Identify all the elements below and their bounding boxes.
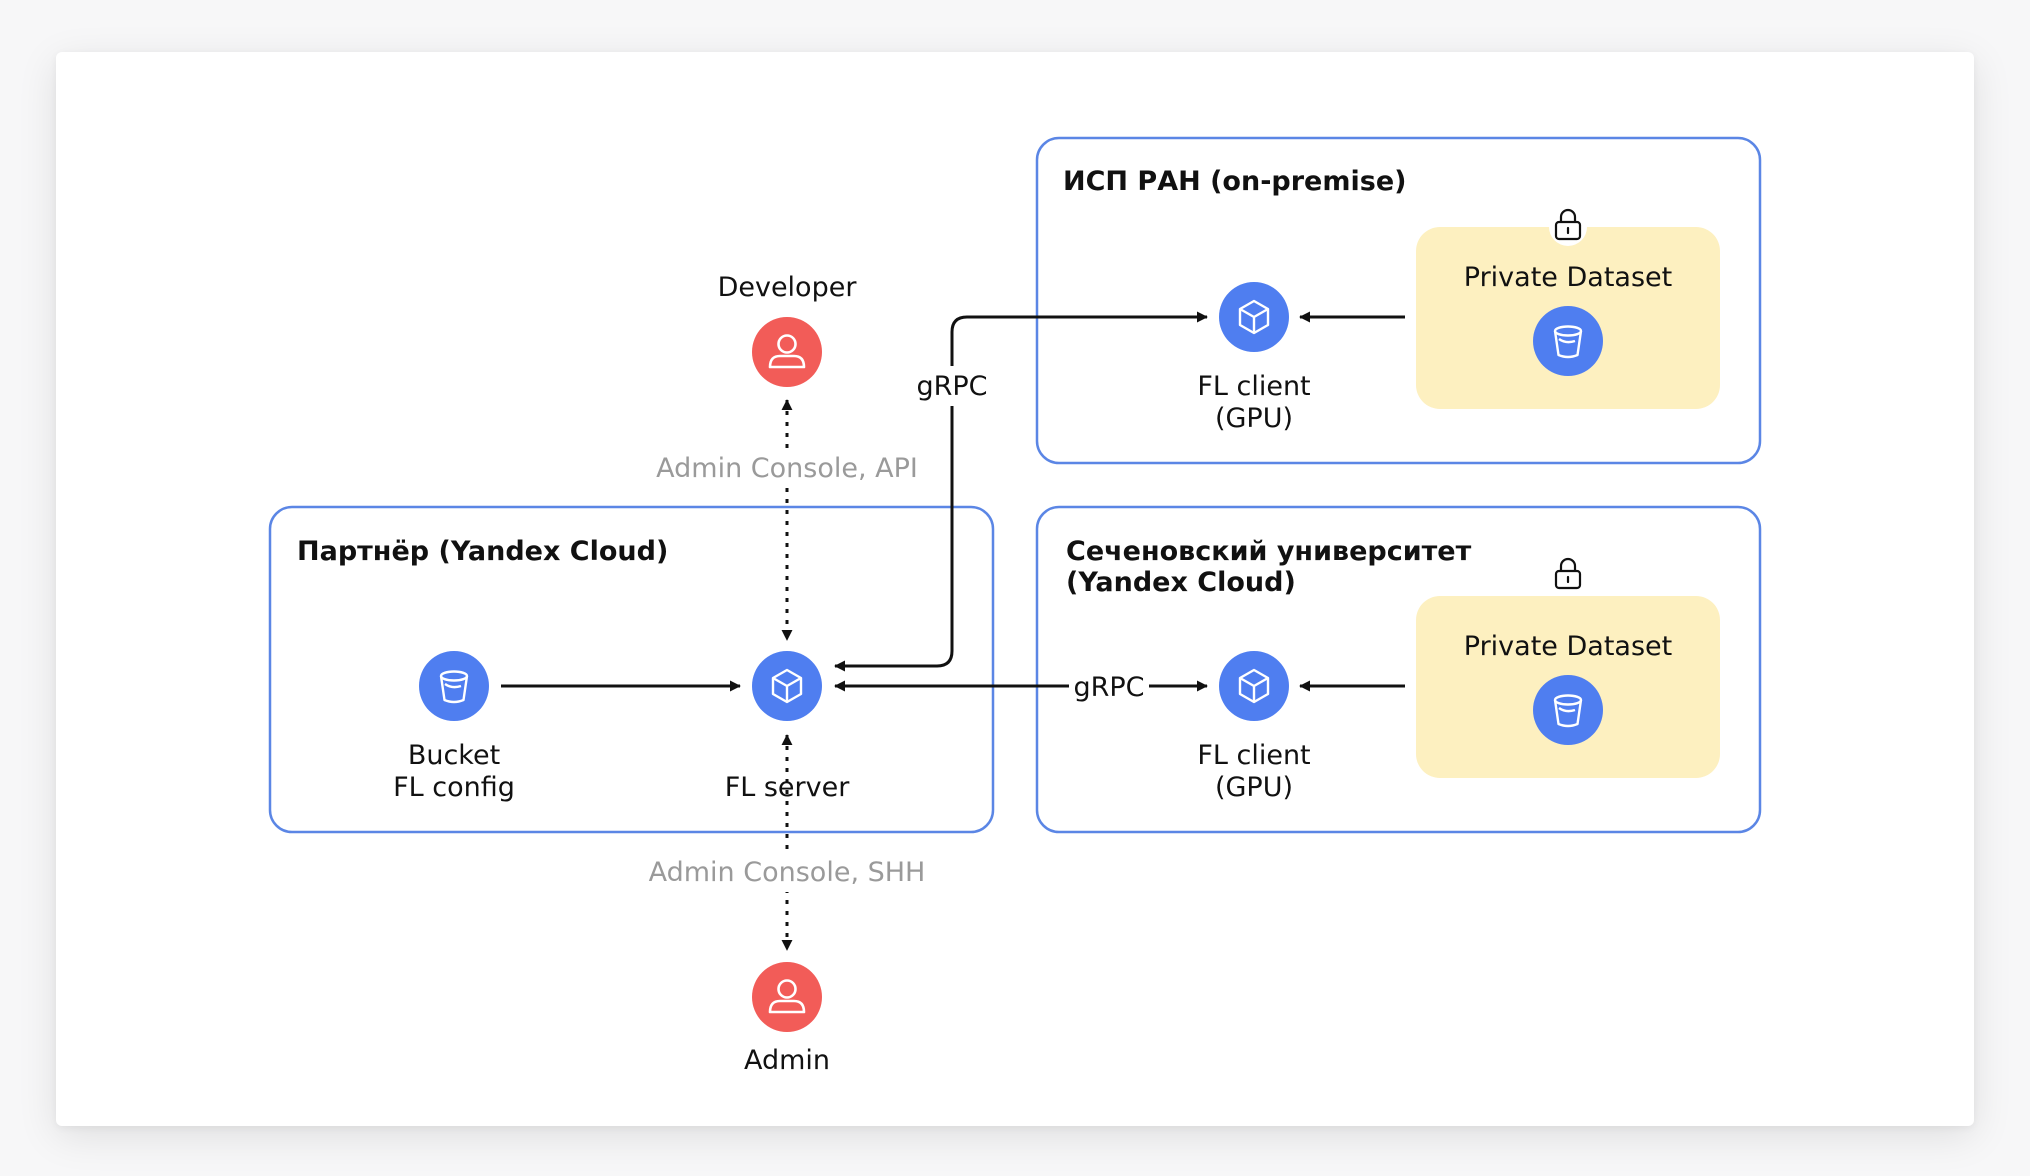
group-sechenov-title-line1: Сеченовский университет bbox=[1066, 536, 1472, 567]
cube-icon bbox=[1238, 668, 1270, 704]
bucket-label-line2: FL config bbox=[393, 772, 515, 803]
dataset-sechenov-label: Private Dataset bbox=[1464, 631, 1672, 662]
admin-label: Admin bbox=[744, 1045, 830, 1076]
fl-client-isp-node bbox=[1219, 282, 1289, 352]
fl-client-isp-label-line1: FL client bbox=[1197, 371, 1310, 402]
group-partner-title: Партнёр (Yandex Cloud) bbox=[297, 536, 668, 567]
dataset-sechenov-node bbox=[1533, 675, 1603, 745]
group-isp-title: ИСП РАН (on-premise) bbox=[1063, 166, 1406, 197]
fl-server-node bbox=[752, 651, 822, 721]
developer-node bbox=[752, 317, 822, 387]
dataset-isp-node bbox=[1533, 306, 1603, 376]
bucket-label-line1: Bucket bbox=[408, 740, 500, 771]
edge-label-admin-ssh: Admin Console, SHH bbox=[649, 857, 926, 888]
fl-client-sechenov-node bbox=[1219, 651, 1289, 721]
edge-label-dev-api: Admin Console, API bbox=[656, 453, 918, 484]
edge-grpc-isp bbox=[834, 311, 1208, 672]
bucket-icon bbox=[439, 670, 469, 704]
edge-label-grpc-sechenov: gRPC bbox=[1073, 672, 1144, 703]
dataset-isp-label: Private Dataset bbox=[1464, 262, 1672, 293]
bucket-node bbox=[419, 651, 489, 721]
cube-icon bbox=[771, 668, 803, 704]
fl-server-label: FL server bbox=[725, 772, 851, 803]
lock-icon bbox=[1549, 208, 1587, 246]
developer-label: Developer bbox=[718, 272, 858, 303]
group-sechenov-title-line2: (Yandex Cloud) bbox=[1066, 567, 1296, 598]
user-icon bbox=[768, 979, 806, 1014]
fl-client-sechenov-label-line2: (GPU) bbox=[1215, 772, 1293, 803]
fl-client-sechenov-label-line1: FL client bbox=[1197, 740, 1310, 771]
admin-node bbox=[752, 962, 822, 1032]
fl-client-isp-label-line2: (GPU) bbox=[1215, 403, 1293, 434]
group-isp-box bbox=[1035, 136, 1762, 465]
bucket-icon bbox=[1553, 694, 1583, 728]
lock-icon bbox=[1549, 557, 1587, 595]
edge-label-grpc-isp: gRPC bbox=[916, 371, 987, 402]
cube-icon bbox=[1238, 299, 1270, 335]
user-icon bbox=[768, 334, 806, 369]
bucket-icon bbox=[1553, 325, 1583, 359]
